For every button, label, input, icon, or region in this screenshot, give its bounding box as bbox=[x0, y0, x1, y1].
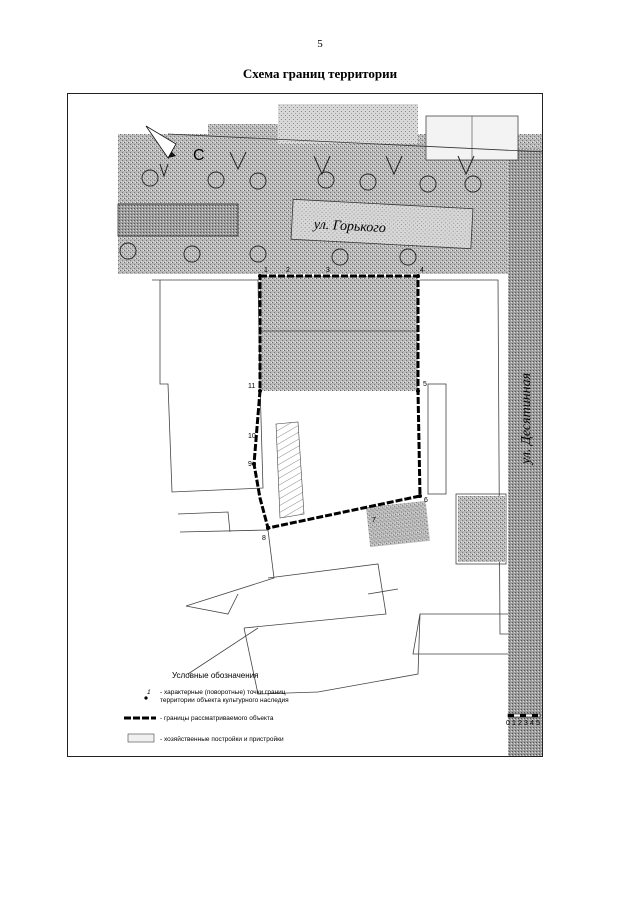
point-marker-icon bbox=[144, 696, 148, 700]
street-area-desyatinnaya bbox=[508, 274, 542, 756]
site-plan-map: С ул. Горького bbox=[67, 93, 543, 757]
svg-text:5: 5 bbox=[423, 381, 427, 388]
map-legend: Условные обозначения 1 - характерные (по… bbox=[124, 671, 289, 743]
svg-text:С: С bbox=[193, 147, 205, 164]
svg-text:3: 3 bbox=[524, 720, 528, 727]
legend-item-boundary: - границы рассматриваемого объекта bbox=[160, 714, 274, 722]
svg-text:7: 7 bbox=[372, 517, 376, 524]
svg-text:5: 5 bbox=[536, 720, 540, 727]
object-territory-shaded bbox=[260, 276, 418, 391]
page-number: 5 bbox=[317, 38, 323, 50]
tree-markers bbox=[119, 169, 482, 266]
road-block bbox=[290, 198, 474, 250]
road-block bbox=[117, 203, 239, 237]
outbuilding bbox=[458, 496, 506, 562]
svg-text:4: 4 bbox=[530, 720, 534, 727]
legend-item-points: - характерные (поворотные) точки границ bbox=[160, 689, 286, 696]
svg-text:1: 1 bbox=[264, 267, 268, 274]
legend-title: Условные обозначения bbox=[172, 671, 258, 680]
svg-text:0: 0 bbox=[506, 720, 510, 727]
street-label-gorkogo: ул. Горького bbox=[311, 217, 386, 236]
boundary-point-labels: 1 2 3 4 5 6 7 8 9 10 11 bbox=[248, 267, 428, 542]
svg-text:6: 6 bbox=[424, 497, 428, 504]
svg-text:4: 4 bbox=[420, 267, 424, 274]
svg-text:1: 1 bbox=[512, 720, 516, 727]
svg-text:8: 8 bbox=[262, 535, 266, 542]
svg-text:10: 10 bbox=[248, 433, 256, 440]
page-title: Схема границ территории bbox=[242, 66, 398, 81]
svg-text:11: 11 bbox=[248, 383, 255, 390]
svg-text:9: 9 bbox=[248, 461, 252, 468]
outbuilding bbox=[366, 500, 430, 548]
svg-text:3: 3 bbox=[326, 267, 330, 274]
svg-text:2: 2 bbox=[286, 267, 290, 274]
svg-text:1: 1 bbox=[147, 689, 151, 696]
north-arrow-icon: С bbox=[145, 125, 205, 164]
street-label-desyatinnaya: ул. Десятинная bbox=[519, 373, 534, 466]
svg-text:2: 2 bbox=[518, 720, 522, 727]
scale-bar: 0 1 2 3 4 5 bbox=[506, 713, 541, 727]
boundary-points bbox=[252, 274, 422, 530]
legend-item-outbuildings: - хозяйственные постройки и пристройки bbox=[160, 735, 284, 743]
hatched-area bbox=[275, 421, 305, 519]
outbuilding-icon bbox=[127, 733, 155, 743]
tree-v-markers bbox=[159, 151, 475, 178]
svg-text:территории объекта культурного: территории объекта культурного наследия bbox=[160, 696, 289, 704]
